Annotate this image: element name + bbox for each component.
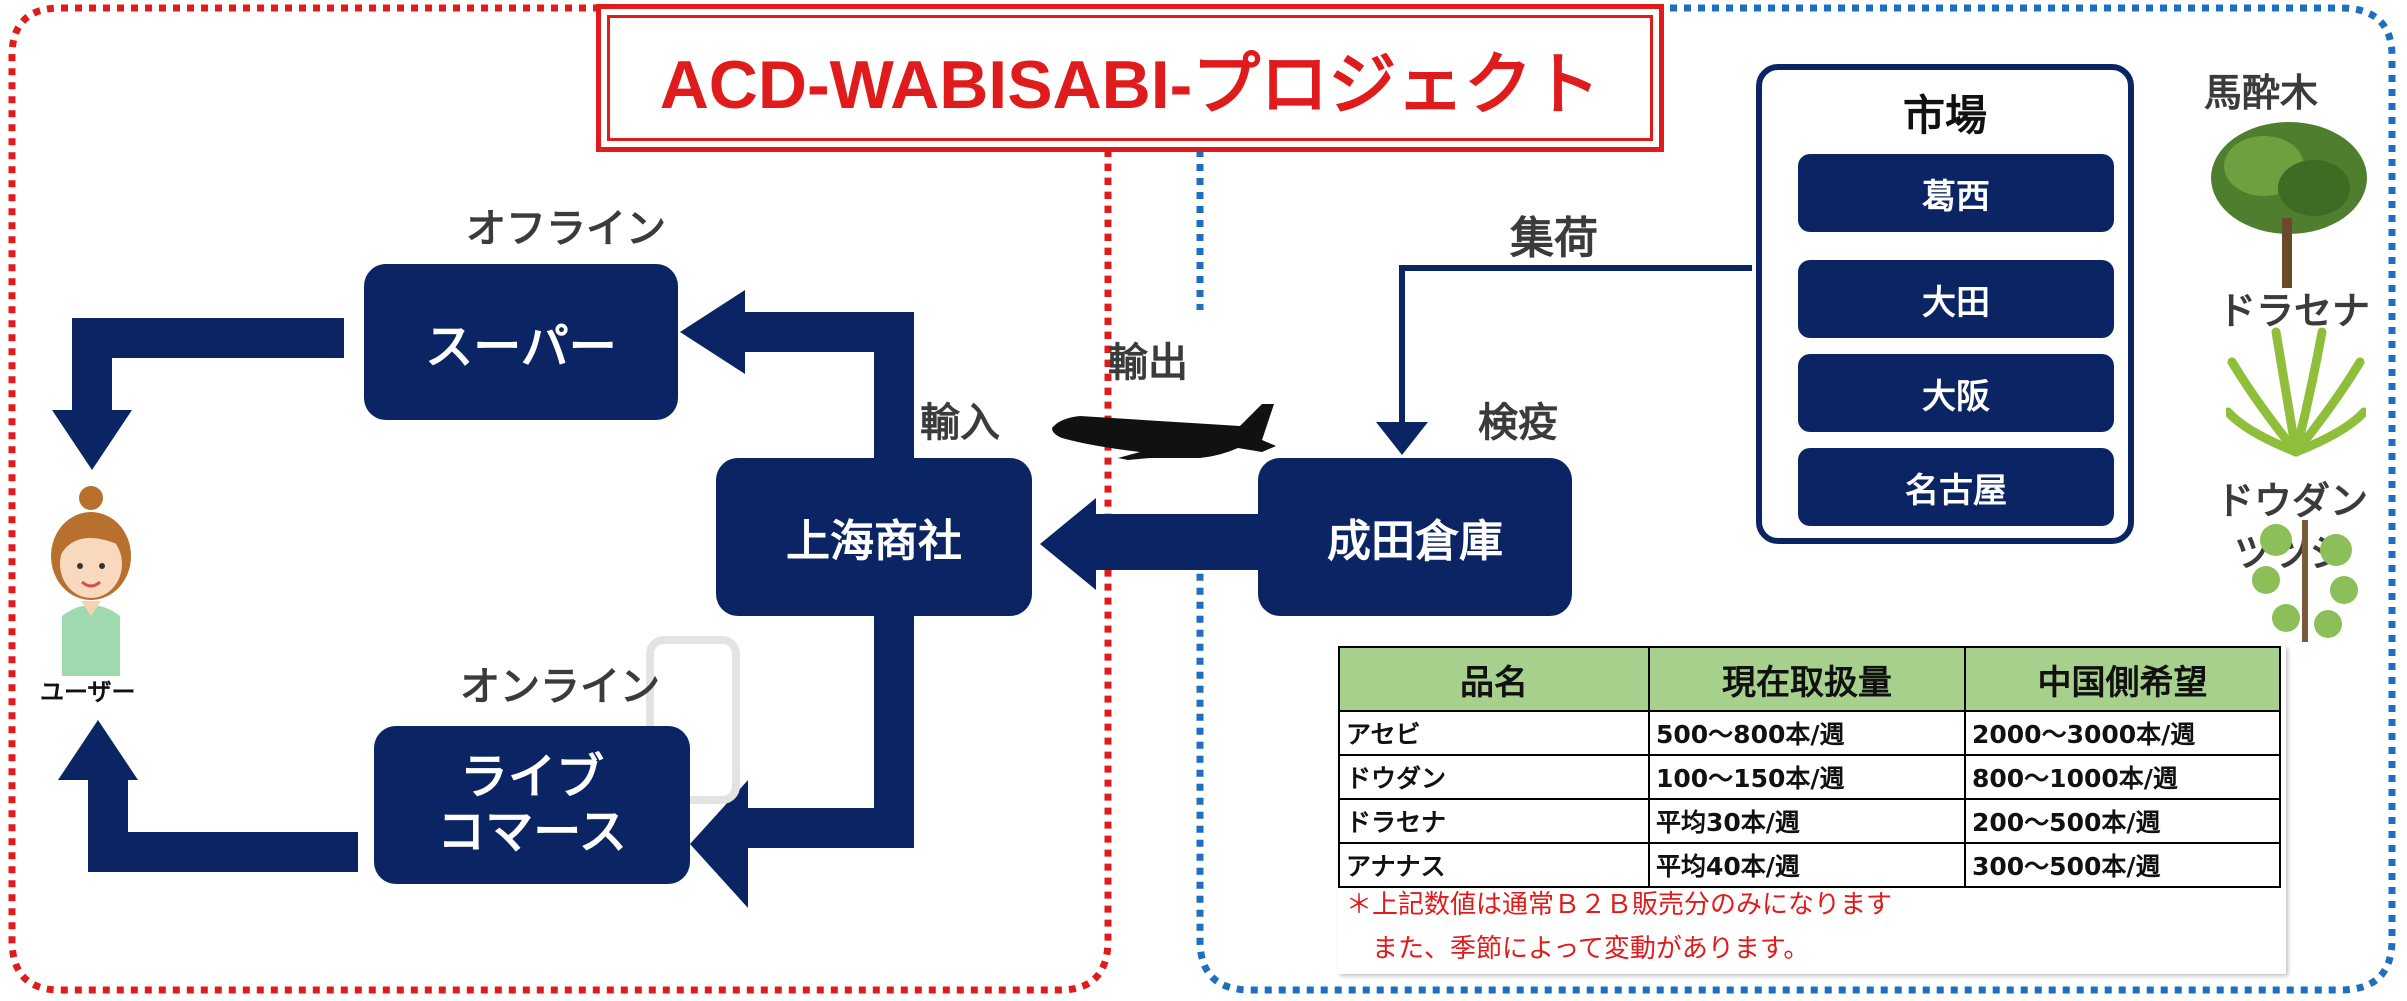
online-label: オンライン — [460, 664, 660, 710]
arrow-shanghai-to-super — [680, 290, 914, 458]
table-header-current: 現在取扱量 — [1648, 646, 1966, 712]
user-avatar — [36, 476, 146, 676]
table-header-item: 品名 — [1338, 646, 1650, 712]
page-title: ACD-WABISABI-プロジェクト — [659, 46, 1601, 123]
table-header-request: 中国側希望 — [1964, 646, 2281, 712]
arrow-market-to-narita — [1399, 265, 1752, 430]
live-commerce-box: ライブ コマース — [374, 726, 690, 884]
market-item-ota: 大田 — [1798, 260, 2114, 338]
super-label: スーパー — [425, 319, 617, 375]
plant-label-dracaena: ドラセナ — [2218, 289, 2371, 333]
table-cell: アナナス — [1338, 842, 1650, 888]
narita-warehouse-box: 成田倉庫 — [1258, 458, 1572, 616]
table-cell: 200～500本/週 — [1964, 798, 2281, 844]
table-row: アナナス 平均40本/週 300～500本/週 — [1338, 842, 2281, 888]
table-cell: 2000～3000本/週 — [1964, 710, 2281, 756]
market-item-osaka: 大阪 — [1798, 354, 2114, 432]
title-box: ACD-WABISABI-プロジェクト — [596, 4, 1664, 152]
table-cell: アセビ — [1338, 710, 1650, 756]
table-cell: ドウダン — [1338, 754, 1650, 800]
arrow-shanghai-to-live — [690, 615, 914, 908]
airplane-icon — [1052, 404, 1276, 460]
table-cell: 平均40本/週 — [1648, 842, 1966, 888]
plant-label-asebi: 馬酔木 — [2204, 71, 2319, 115]
domestic-china-region — [8, 4, 1112, 994]
market-item-kasai: 葛西 — [1798, 154, 2114, 232]
quarantine-label: 検疫 — [1478, 400, 1558, 446]
table-note-line1: ＊上記数値は通常Ｂ２Ｂ販売分のみになります — [1346, 890, 1893, 920]
arrow-live-to-user — [58, 720, 358, 872]
market-item-nagoya: 名古屋 — [1798, 448, 2114, 526]
live-commerce-line2: コマース — [437, 804, 627, 860]
super-box: スーパー — [364, 264, 678, 420]
live-commerce-line1: ライブ — [459, 748, 604, 805]
user-icon — [51, 486, 131, 676]
table-cell: 300～500本/週 — [1964, 842, 2281, 888]
smartphone-icon — [646, 636, 740, 804]
asebi-plant-image — [2211, 122, 2367, 288]
table-note-line2: また、季節によって変動があります。 — [1346, 934, 1810, 964]
table-cell: 平均30本/週 — [1648, 798, 1966, 844]
volume-table: 品名 現在取扱量 中国側希望 アセビ 500～800本/週 2000～3000本… — [1338, 646, 2281, 888]
export-label: 輸出 — [1108, 340, 1188, 386]
table-cell: 800～1000本/週 — [1964, 754, 2281, 800]
market-title: 市場 — [1902, 91, 1987, 140]
table-cell: ドラセナ — [1338, 798, 1650, 844]
market-box: 市場 葛西 大田 大阪 名古屋 — [1756, 64, 2134, 544]
offline-label: オフライン — [466, 206, 666, 252]
table-row: アセビ 500～800本/週 2000～3000本/週 — [1338, 710, 2281, 756]
collection-label: 集荷 — [1510, 213, 1598, 264]
shanghai-trading-box: 上海商社 — [716, 458, 1032, 616]
table-row: ドウダン 100～150本/週 800～1000本/週 — [1338, 754, 2281, 800]
table-cell: 500～800本/週 — [1648, 710, 1966, 756]
table-cell: 100～150本/週 — [1648, 754, 1966, 800]
dodan-tsutsuji-plant-image — [2252, 520, 2358, 642]
arrow-narita-to-shanghai — [1040, 498, 1260, 590]
arrow-super-to-user — [52, 318, 344, 470]
table-row: ドラセナ 平均30本/週 200～500本/週 — [1338, 798, 2281, 844]
volume-table-panel: 品名 現在取扱量 中国側希望 アセビ 500～800本/週 2000～3000本… — [1338, 646, 2286, 974]
shanghai-label: 上海商社 — [786, 516, 962, 567]
table-header-row: 品名 現在取扱量 中国側希望 — [1338, 646, 2281, 712]
narita-label: 成田倉庫 — [1327, 516, 1503, 567]
import-label: 輸入 — [920, 400, 1000, 446]
arrow-market-to-narita-head — [1376, 422, 1428, 455]
plant-label-dodan: ドウダン — [2216, 479, 2369, 523]
dracaena-plant-image — [2226, 327, 2366, 457]
user-label: ユーザー — [40, 678, 136, 706]
